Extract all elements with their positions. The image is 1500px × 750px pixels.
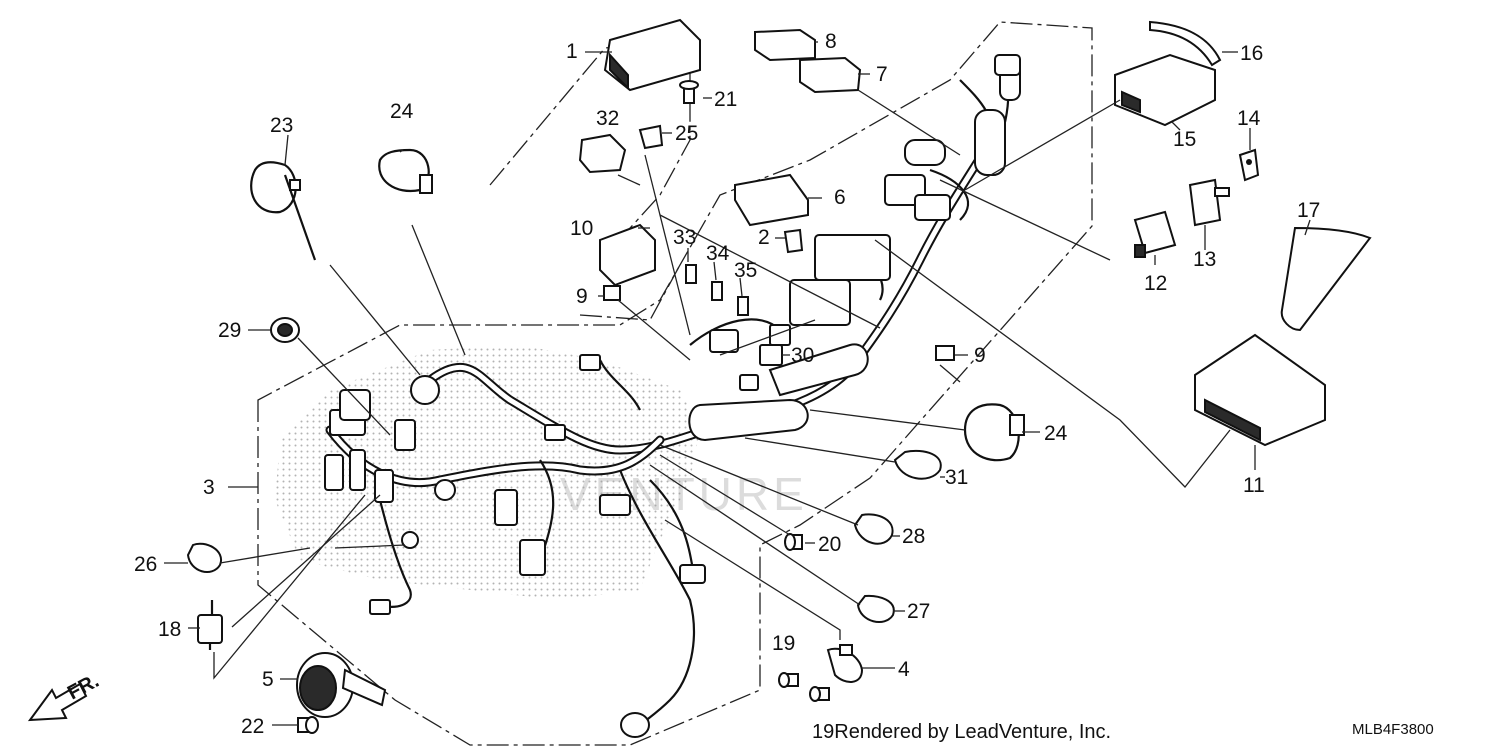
callout-23: 23: [270, 114, 293, 137]
part-20-screw: [784, 533, 803, 551]
callout-19a: 19: [772, 632, 795, 655]
part-15-module: [1114, 53, 1216, 127]
callout-34: 34: [706, 242, 730, 265]
callout-17: 17: [1297, 199, 1320, 222]
part-21-screw: [679, 80, 699, 104]
callout-28: 28: [902, 525, 925, 548]
part-32-connector: [578, 133, 627, 174]
callout-1: 1: [566, 40, 578, 63]
part-17-strip: [1280, 226, 1372, 332]
callout-9b: 9: [974, 344, 986, 367]
callout-10: 10: [570, 217, 593, 240]
wire-harness: [324, 54, 1021, 738]
part-26-clamp: [186, 542, 223, 574]
callout-29: 29: [218, 319, 241, 342]
callout-18: 18: [158, 618, 181, 641]
callout-9a: 9: [576, 285, 588, 308]
part-22-screw: [297, 716, 319, 734]
callout-35: 35: [734, 259, 757, 282]
callout-2: 2: [758, 226, 770, 249]
part-9a-connector: [603, 285, 621, 301]
part-10-relay: [599, 223, 656, 287]
callout-8: 8: [825, 30, 837, 53]
callout-20: 20: [818, 533, 841, 556]
callout-22: 22: [241, 715, 264, 738]
rendered-by-credit: 19Rendered by LeadVenture, Inc.: [812, 721, 1111, 743]
callout-33: 33: [673, 226, 696, 249]
callout-6: 6: [834, 186, 846, 209]
part-8-connector: [754, 28, 816, 62]
part-29-grommet: [270, 317, 300, 343]
callout-7: 7: [876, 63, 888, 86]
part-14-bracket: [1238, 148, 1260, 182]
group-outline-main: [257, 21, 1093, 746]
part-25-clip: [638, 124, 664, 150]
part-33-fuse: [685, 264, 697, 284]
callout-3: 3: [203, 476, 215, 499]
part-19a-screw: [778, 672, 799, 688]
part-18-sensor: [197, 600, 223, 650]
callout-14: 14: [1237, 107, 1261, 130]
group-outline-relays: [579, 264, 681, 321]
part-27-clamp: [856, 594, 895, 624]
part-11-ecu: [1194, 333, 1326, 447]
group-outline-upper: [489, 39, 691, 249]
callout-5: 5: [262, 668, 274, 691]
callout-11: 11: [1243, 474, 1265, 497]
part-7-connector: [799, 56, 862, 94]
callout-27: 27: [907, 600, 930, 623]
part-28-clamp: [853, 513, 894, 545]
callout-25: 25: [675, 122, 698, 145]
part-30-connector: [759, 344, 783, 366]
part-12-module: [1133, 210, 1177, 258]
part-16-strap: [1149, 20, 1222, 67]
callout-31: 31: [945, 466, 968, 489]
part-23-tie: [250, 161, 317, 261]
part-2-clip: [783, 228, 804, 254]
part-19b-screw: [809, 686, 830, 702]
callout-21: 21: [714, 88, 737, 111]
part-35-fuse: [737, 296, 749, 316]
diagram-code: MLB4F3800: [1352, 721, 1434, 738]
front-arrow-icon: FR.: [27, 670, 103, 722]
part-9b-connector: [935, 345, 955, 361]
callout-16: 16: [1240, 42, 1263, 65]
leader-lines: [164, 41, 1311, 726]
callout-26: 26: [134, 553, 157, 576]
part-1-module: [603, 18, 701, 92]
part-4-sensor: [826, 644, 864, 683]
callout-4: 4: [898, 658, 910, 681]
callout-24b: 24: [1044, 422, 1068, 445]
part-6-cover: [734, 173, 809, 227]
part-24a-band: [378, 148, 433, 194]
callout-12: 12: [1144, 272, 1167, 295]
callout-labels: 1 2 3 4 5 6 7 8 9 9 10 11 12 13 14 15 16…: [134, 30, 1320, 738]
part-31-clamp: [893, 450, 942, 480]
part-5-horn: [296, 652, 387, 718]
callout-15: 15: [1173, 128, 1196, 151]
callout-30: 30: [791, 344, 814, 367]
callout-32: 32: [596, 107, 619, 130]
part-34-fuse: [711, 281, 723, 301]
callout-13: 13: [1193, 248, 1216, 271]
part-13-switch: [1188, 178, 1230, 227]
part-24b-band: [963, 403, 1025, 462]
callout-24a: 24: [390, 100, 414, 123]
